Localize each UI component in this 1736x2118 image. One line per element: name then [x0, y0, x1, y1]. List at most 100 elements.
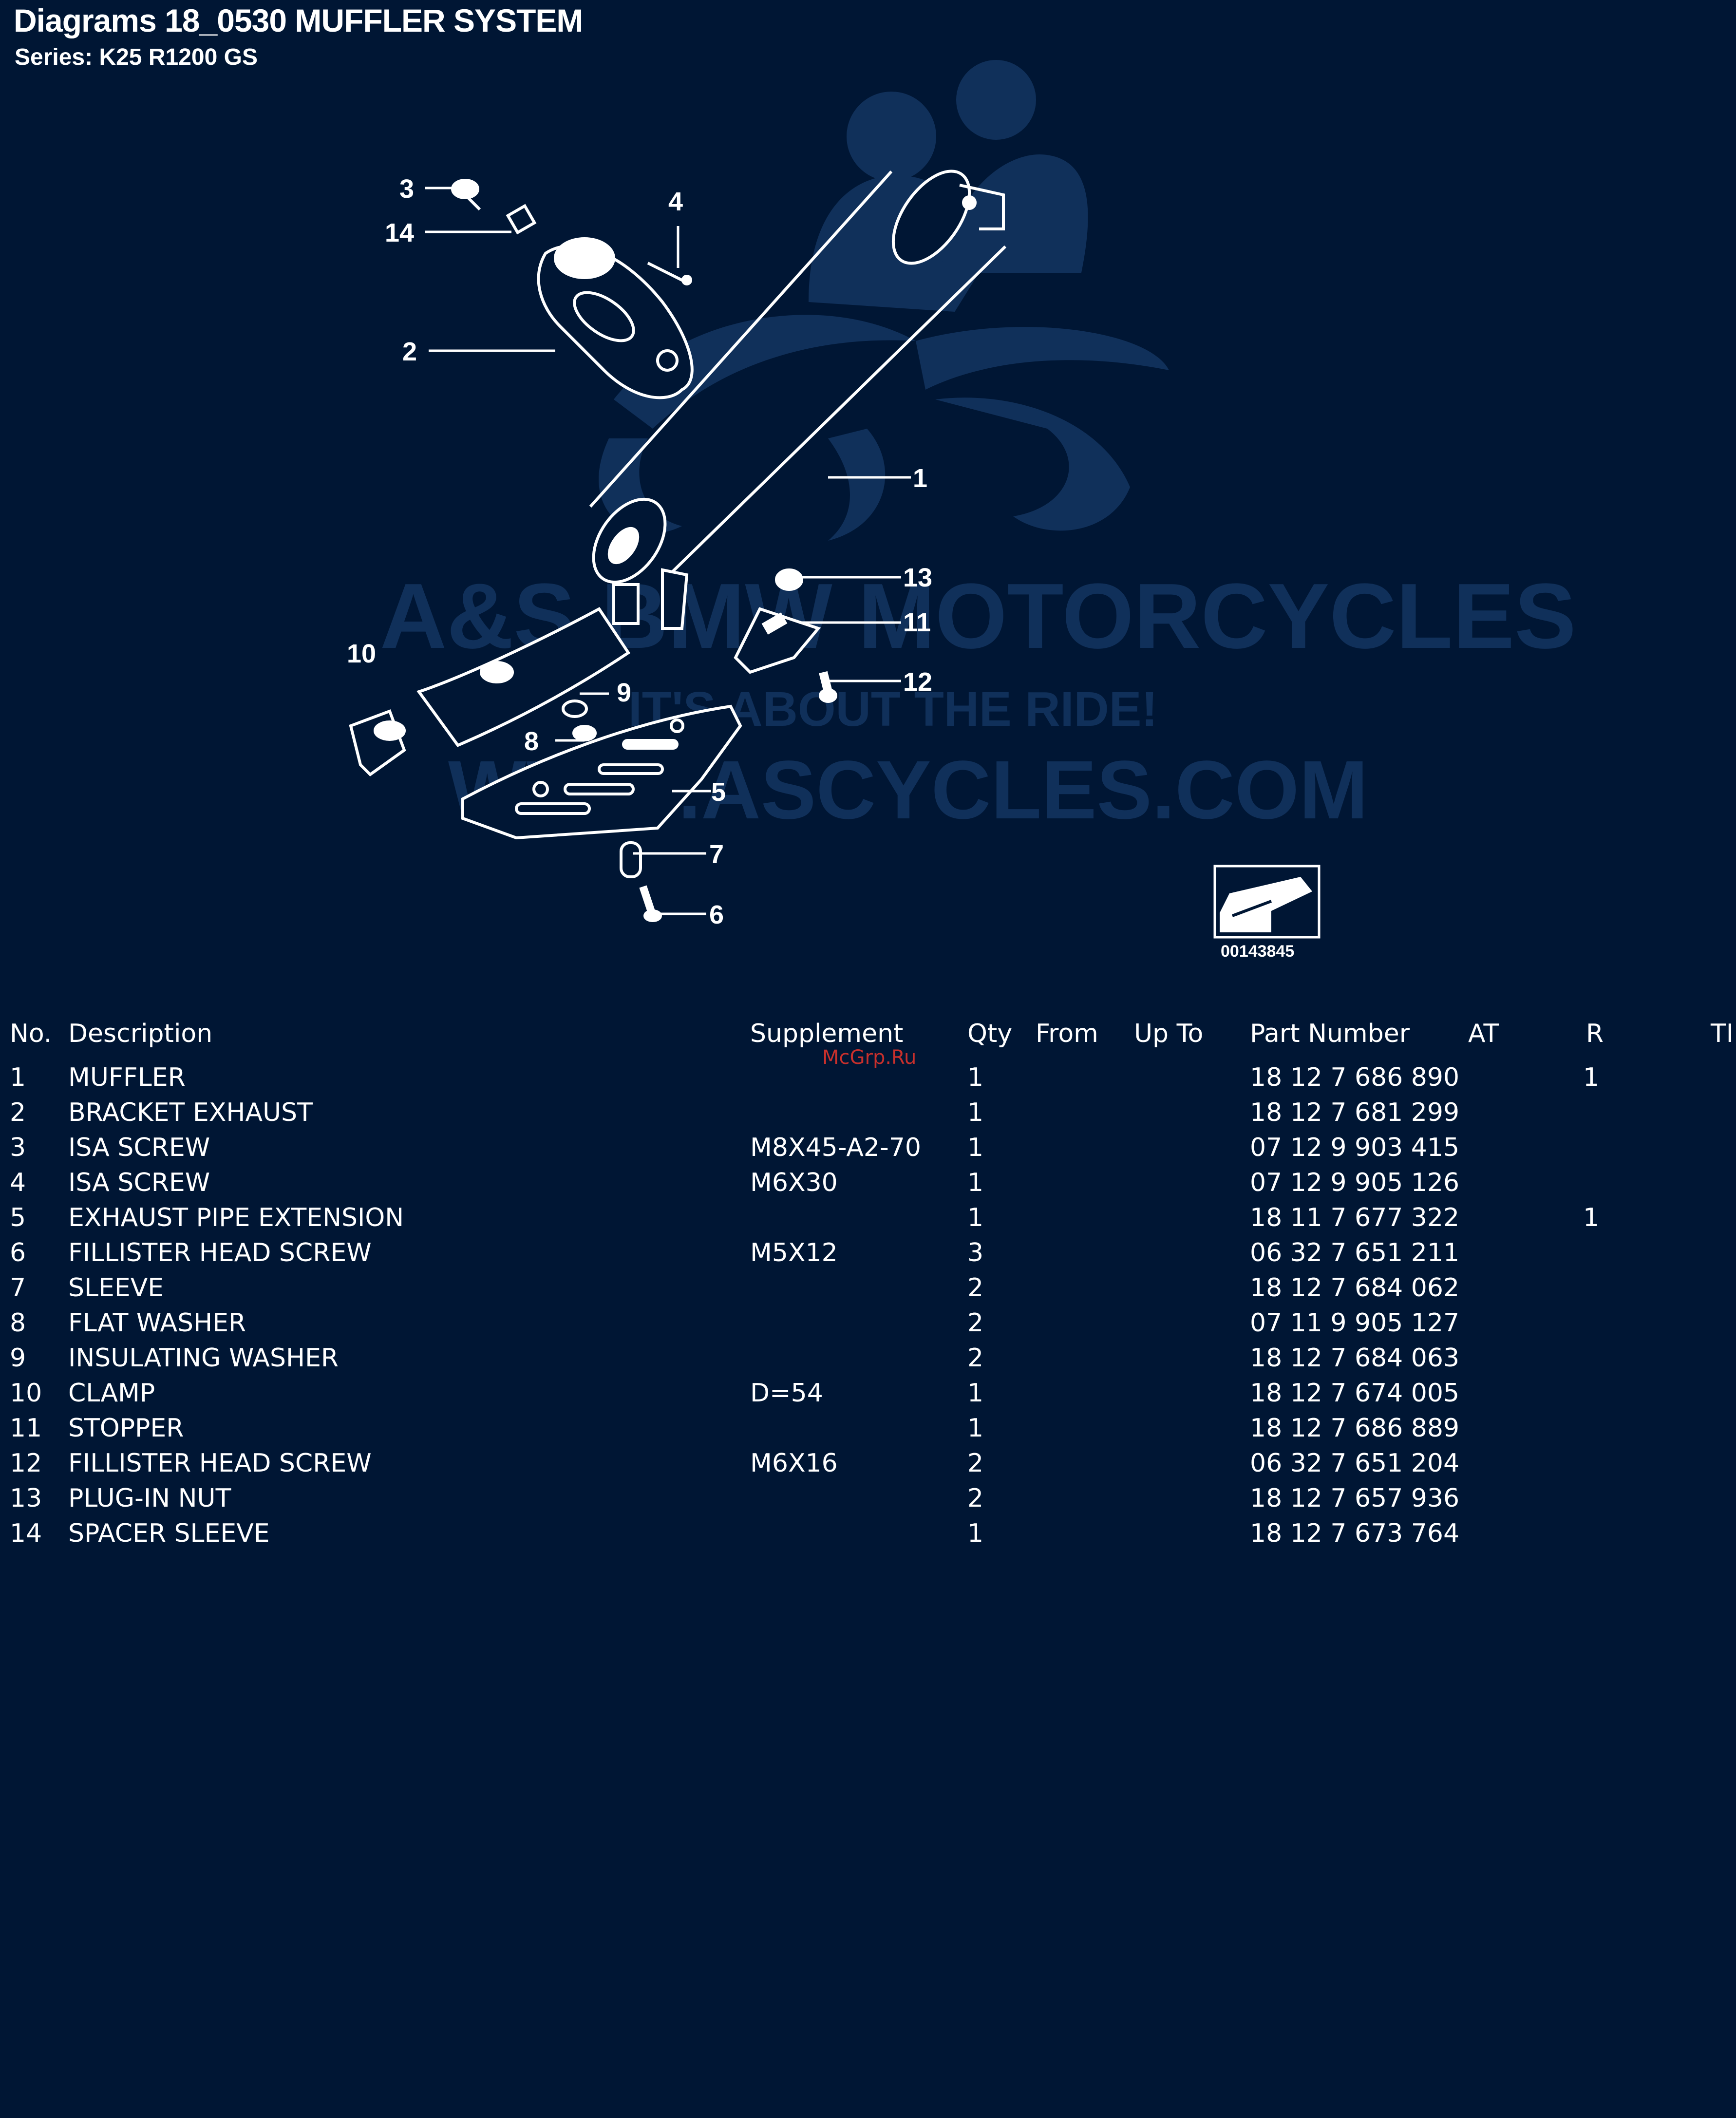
cell-description: CLAMP: [68, 1379, 155, 1408]
muffler-part: [589, 170, 1007, 630]
col-header-supplement: Supplement: [750, 1019, 904, 1048]
callout-14: 14: [385, 218, 414, 247]
callout-1: 1: [913, 464, 927, 493]
cell-part-number: 18 12 7 681 299: [1250, 1098, 1460, 1127]
col-header-description: Description: [68, 1019, 213, 1048]
col-header-r: R: [1586, 1019, 1604, 1048]
cell-part-number: 18 12 7 684 062: [1250, 1273, 1460, 1303]
clamp-part: [349, 709, 406, 776]
exhaust-pipe-extension-part: [416, 607, 742, 840]
cell-qty: 2: [967, 1308, 984, 1338]
exploded-parts-diagram: A&S BMW MOTORCYCLES IT'S ABOUT THE RIDE!…: [347, 60, 1576, 961]
cell-qty: 2: [967, 1449, 984, 1478]
cell-qty: 2: [967, 1273, 984, 1303]
cell-no: 5: [10, 1203, 26, 1232]
callout-13: 13: [903, 563, 932, 592]
cell-part-number: 07 12 9 903 415: [1250, 1133, 1460, 1162]
cell-qty: 2: [967, 1343, 984, 1373]
cell-description: BRACKET EXHAUST: [68, 1098, 313, 1127]
callout-10: 10: [347, 639, 376, 668]
cell-part-number: 18 12 7 673 764: [1250, 1519, 1460, 1548]
cell-no: 2: [10, 1098, 26, 1127]
cell-qty: 1: [967, 1203, 984, 1232]
site-watermark: McGrp.Ru: [822, 1046, 917, 1069]
col-header-part-number: Part Number: [1250, 1019, 1410, 1048]
cell-description: MUFFLER: [68, 1063, 186, 1092]
cell-part-number: 06 32 7 651 204: [1250, 1449, 1460, 1478]
cell-no: 9: [10, 1343, 26, 1373]
cell-qty: 3: [967, 1238, 984, 1267]
cell-part-number: 18 12 7 657 936: [1250, 1484, 1460, 1513]
callout-3: 3: [399, 174, 414, 204]
cell-part-number: 07 12 9 905 126: [1250, 1168, 1460, 1197]
cell-r: 1: [1583, 1063, 1600, 1092]
cell-no: 12: [10, 1449, 42, 1478]
cell-description: FLAT WASHER: [68, 1308, 246, 1338]
small-hardware-parts: [451, 179, 837, 922]
cell-description: STOPPER: [68, 1414, 184, 1443]
callout-9: 9: [617, 678, 631, 707]
cell-supplement: M8X45-A2-70: [750, 1133, 921, 1162]
callout-8: 8: [524, 727, 539, 756]
cell-qty: 2: [967, 1484, 984, 1513]
col-header-ti: TI: [1711, 1019, 1734, 1048]
cell-description: EXHAUST PIPE EXTENSION: [68, 1203, 404, 1232]
cell-description: ISA SCREW: [68, 1133, 210, 1162]
cell-r: 1: [1583, 1203, 1600, 1232]
cell-part-number: 07 11 9 905 127: [1250, 1308, 1460, 1338]
cell-part-number: 18 12 7 674 005: [1250, 1379, 1460, 1408]
cell-no: 3: [10, 1133, 26, 1162]
callout-2: 2: [402, 337, 417, 366]
cell-supplement: D=54: [750, 1379, 823, 1408]
cell-no: 8: [10, 1308, 26, 1338]
figure-id: 00143845: [1221, 942, 1294, 961]
cell-description: PLUG-IN NUT: [68, 1484, 231, 1513]
cell-description: INSULATING WASHER: [68, 1343, 339, 1373]
cell-supplement: M5X12: [750, 1238, 838, 1267]
cell-no: 11: [10, 1414, 42, 1443]
cell-qty: 1: [967, 1414, 984, 1443]
cell-part-number: 18 12 7 684 063: [1250, 1343, 1460, 1373]
col-header-no: No.: [10, 1019, 52, 1048]
series-subtitle: Series: K25 R1200 GS: [15, 44, 258, 70]
cell-supplement: M6X16: [750, 1449, 838, 1478]
cell-part-number: 18 11 7 677 322: [1250, 1203, 1460, 1232]
cell-no: 4: [10, 1168, 26, 1197]
callout-6: 6: [709, 900, 724, 929]
cell-description: ISA SCREW: [68, 1168, 210, 1197]
callout-leader-lines: [425, 187, 911, 915]
watermark-logo: [599, 60, 1169, 541]
bracket-exhaust-part: [537, 237, 694, 399]
callout-11: 11: [903, 608, 931, 637]
callout-numbers: 1 2 3 4 5 6 7 8 9 10 11 12 13 14: [347, 174, 932, 929]
cell-description: FILLISTER HEAD SCREW: [68, 1238, 372, 1267]
cell-no: 10: [10, 1379, 42, 1408]
cell-no: 1: [10, 1063, 26, 1092]
cell-no: 14: [10, 1519, 42, 1548]
cell-part-number: 06 32 7 651 211: [1250, 1238, 1460, 1267]
cell-qty: 1: [967, 1379, 984, 1408]
cell-description: FILLISTER HEAD SCREW: [68, 1449, 372, 1478]
cell-no: 13: [10, 1484, 42, 1513]
col-header-at: AT: [1468, 1019, 1499, 1048]
cell-qty: 1: [967, 1098, 984, 1127]
callout-4: 4: [668, 187, 683, 216]
cell-qty: 1: [967, 1133, 984, 1162]
cell-part-number: 18 12 7 686 889: [1250, 1414, 1460, 1443]
cell-part-number: 18 12 7 686 890: [1250, 1063, 1460, 1092]
cell-description: SLEEVE: [68, 1273, 164, 1303]
col-header-qty: Qty: [967, 1019, 1013, 1048]
callout-12: 12: [903, 667, 932, 697]
cell-qty: 1: [967, 1168, 984, 1197]
page-title: Diagrams 18_0530 MUFFLER SYSTEM: [14, 2, 583, 38]
callout-5: 5: [711, 777, 726, 807]
cell-description: SPACER SLEEVE: [68, 1519, 270, 1548]
cell-qty: 1: [967, 1063, 984, 1092]
cell-supplement: M6X30: [750, 1168, 838, 1197]
col-header-up-to: Up To: [1134, 1019, 1204, 1048]
col-header-from: From: [1036, 1019, 1098, 1048]
cell-no: 7: [10, 1273, 26, 1303]
figure-id-box: 00143845: [1213, 865, 1321, 961]
cell-qty: 1: [967, 1519, 984, 1548]
cell-no: 6: [10, 1238, 26, 1267]
